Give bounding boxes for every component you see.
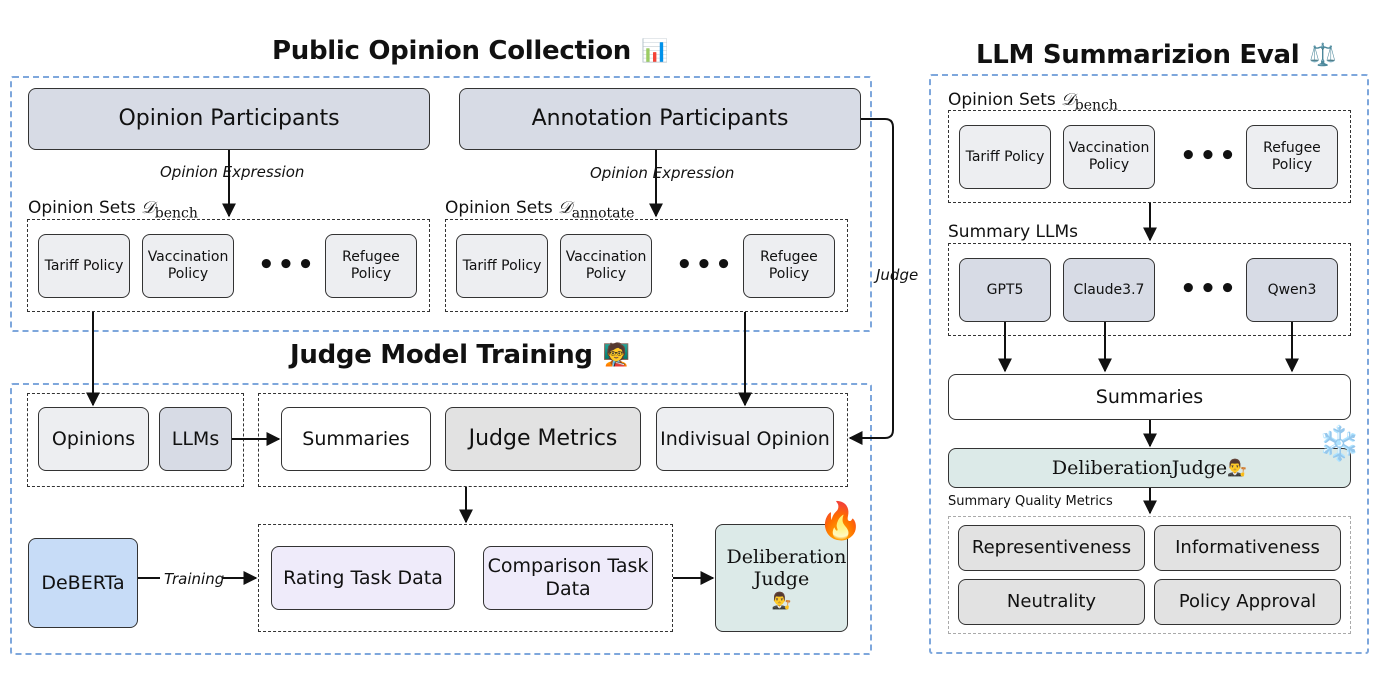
rating-task-box: Rating Task Data bbox=[271, 546, 455, 610]
collection-panel bbox=[10, 76, 872, 332]
policy-refugee-box: Refugee Policy bbox=[325, 234, 417, 298]
eval-judge-person-icon: 👨‍⚖️ bbox=[1227, 458, 1248, 478]
metric-policy-approval-box: Policy Approval bbox=[1154, 579, 1341, 625]
opinion-participants-box: Opinion Participants bbox=[28, 88, 430, 150]
metric-neutrality-box: Neutrality bbox=[958, 579, 1145, 625]
opinion-expression-label-1: Opinion Expression bbox=[158, 163, 307, 181]
summary-llms-label: Summary LLMs bbox=[948, 222, 1079, 242]
opinion-sets-bench-label: Opinion Sets 𝒟bench bbox=[28, 198, 198, 222]
eval-summaries-box: Summaries bbox=[948, 374, 1351, 420]
annotate-policies-group bbox=[445, 219, 848, 312]
training-title: Judge Model Training🧑‍🏫 bbox=[290, 340, 630, 370]
metric-representiveness-box: Representiveness bbox=[958, 525, 1145, 571]
eval-opinion-sets-label: Opinion Sets 𝒟bench bbox=[948, 90, 1118, 114]
training-panel bbox=[10, 383, 872, 655]
collection-title: Public Opinion Collection📊 bbox=[272, 36, 669, 66]
eval-title: LLM Summarizion Eval⚖️ bbox=[976, 40, 1337, 70]
eval-policy-refugee-box: Refugee Policy bbox=[1246, 125, 1338, 189]
snowflake-icon: ❄️ bbox=[1318, 424, 1361, 464]
bar-chart-icon: 📊 bbox=[640, 39, 669, 64]
eval-policies-group bbox=[948, 110, 1351, 203]
opinion-sets-annotate-label: Opinion Sets 𝒟annotate bbox=[445, 198, 635, 222]
annotation-participants-box: Annotation Participants bbox=[459, 88, 861, 150]
bench-policies-group bbox=[27, 219, 430, 312]
llms-box: LLMs bbox=[159, 407, 232, 471]
policy-vaccination-box: Vaccination Policy bbox=[142, 234, 234, 298]
llm-claude-box: Claude3.7 bbox=[1063, 258, 1155, 322]
opinion-expression-label-2: Opinion Expression bbox=[588, 164, 737, 182]
judge-person-icon: 👨‍⚖️ bbox=[771, 591, 792, 611]
quality-metrics-group bbox=[948, 516, 1351, 634]
teacher-icon: 🧑‍🏫 bbox=[602, 343, 630, 368]
judge-metrics-box: Judge Metrics bbox=[445, 407, 641, 471]
individual-opinion-box: Indivisual Opinion bbox=[656, 407, 834, 471]
llm-gpt5-box: GPT5 bbox=[959, 258, 1051, 322]
policy-tariff-box-2: Tariff Policy bbox=[456, 234, 548, 298]
arrow-judge bbox=[848, 118, 894, 445]
eval-panel bbox=[929, 74, 1369, 654]
eval-ellipsis-2: ••• bbox=[1180, 274, 1239, 304]
ellipsis-1: ••• bbox=[258, 250, 317, 280]
eval-policy-tariff-box: Tariff Policy bbox=[959, 125, 1051, 189]
fire-icon: 🔥 bbox=[818, 501, 863, 542]
policy-tariff-box: Tariff Policy bbox=[38, 234, 130, 298]
eval-ellipsis-1: ••• bbox=[1180, 141, 1239, 171]
comparison-task-box: Comparison Task Data bbox=[483, 546, 653, 610]
summary-llms-group bbox=[948, 243, 1351, 336]
policy-refugee-box-2: Refugee Policy bbox=[743, 234, 835, 298]
summaries-box: Summaries bbox=[281, 407, 431, 471]
eval-deliberation-judge-box: DeliberationJudge👨‍⚖️ bbox=[948, 448, 1351, 488]
training-label: Training bbox=[162, 570, 227, 588]
balance-scale-icon: ⚖️ bbox=[1309, 43, 1337, 68]
eval-policy-vaccination-box: Vaccination Policy bbox=[1063, 125, 1155, 189]
quality-metrics-label: Summary Quality Metrics bbox=[948, 494, 1113, 509]
ellipsis-2: ••• bbox=[676, 250, 735, 280]
llm-qwen-box: Qwen3 bbox=[1246, 258, 1338, 322]
deberta-box: DeBERTa bbox=[28, 538, 138, 628]
judge-label: Judge bbox=[874, 266, 921, 284]
policy-vaccination-box-2: Vaccination Policy bbox=[560, 234, 652, 298]
metric-informativeness-box: Informativeness bbox=[1154, 525, 1341, 571]
opinions-box: Opinions bbox=[38, 407, 149, 471]
deliberation-judge-box: Deliberation Judge👨‍⚖️ bbox=[715, 524, 848, 632]
